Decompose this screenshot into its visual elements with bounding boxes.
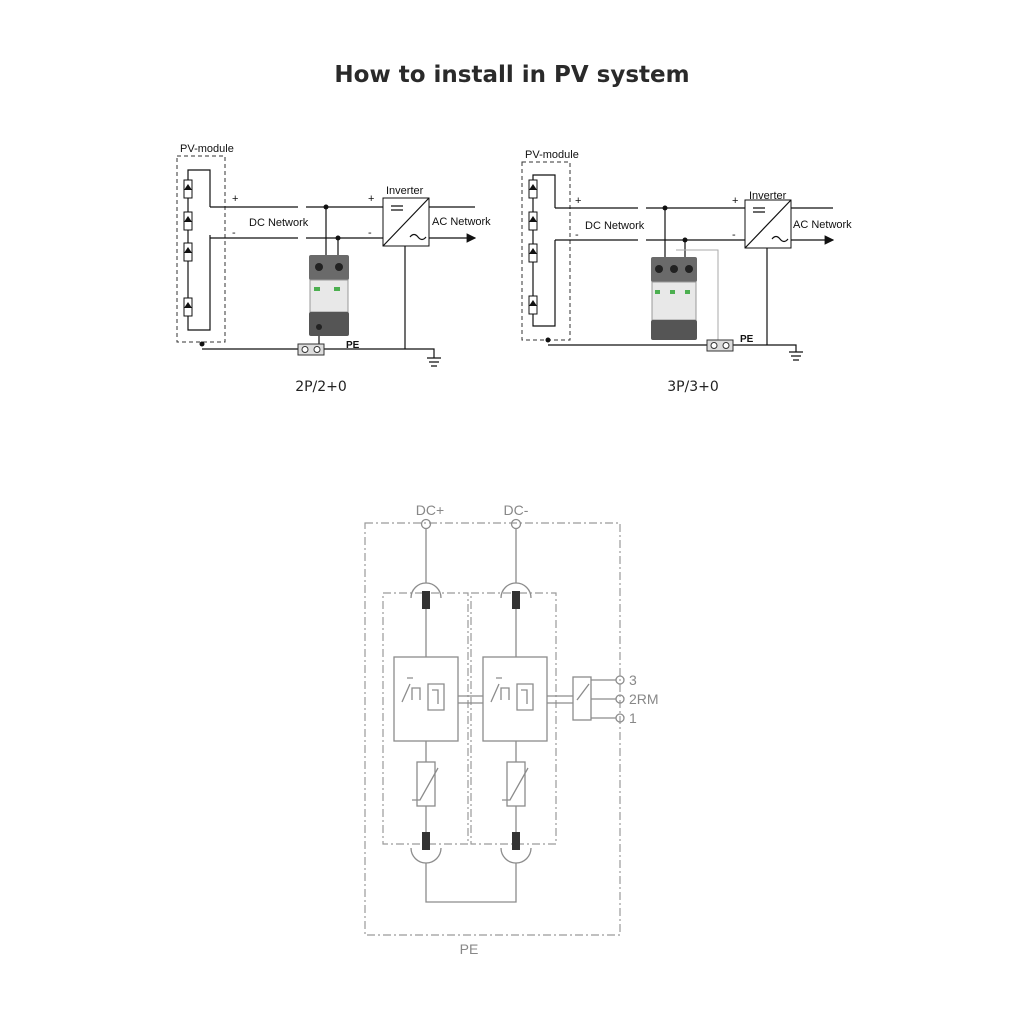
ac-output-arrows xyxy=(429,206,475,238)
fuse-icon xyxy=(422,591,430,609)
dc-plus-label: DC+ xyxy=(416,502,444,518)
dc-minus-label: DC- xyxy=(504,502,529,518)
dc-network-label: DC Network xyxy=(585,220,645,232)
fuse-icon xyxy=(512,832,520,850)
spd-device-2p xyxy=(309,255,349,336)
spd-feed-wire xyxy=(325,207,339,258)
minus-sign: - xyxy=(232,227,236,239)
pv-module-label: PV-module xyxy=(180,143,234,155)
terminal-3 xyxy=(615,675,625,685)
minus-sign: - xyxy=(732,229,736,241)
minus-sign: - xyxy=(575,229,579,241)
terminal-3-label: 3 xyxy=(629,672,637,688)
pe-terminal xyxy=(706,339,734,352)
dc-network-label: DC Network xyxy=(249,217,309,229)
fuse-icon xyxy=(512,591,520,609)
terminal-2rm-label: 2RM xyxy=(629,691,659,707)
disconnector-icon xyxy=(482,656,548,742)
plus-sign: + xyxy=(368,193,374,205)
pe-label: PE xyxy=(460,941,479,957)
caption-3p: 3P/3+0 xyxy=(667,379,719,395)
fuse-icon xyxy=(422,832,430,850)
plus-sign: + xyxy=(732,195,738,207)
pole-2-enclosure xyxy=(470,592,557,845)
ground-icon xyxy=(427,357,441,367)
plus-sign: + xyxy=(575,195,581,207)
terminal-dc-minus xyxy=(510,518,522,530)
pe-loop xyxy=(425,863,517,903)
terminal-dc-plus xyxy=(420,518,432,530)
pv-module-box xyxy=(176,155,226,343)
inverter-label: Inverter xyxy=(749,190,787,202)
outer-enclosure xyxy=(364,522,621,936)
pv-module-box xyxy=(521,161,571,341)
pe-label: PE xyxy=(346,340,360,351)
pv-cell-icon xyxy=(528,179,538,315)
ac-network-label: AC Network xyxy=(432,216,491,228)
pe-terminal xyxy=(297,343,325,356)
mechanical-link xyxy=(458,695,573,704)
pe-label: PE xyxy=(740,334,754,345)
pole-1-enclosure xyxy=(382,592,469,845)
pv-cell-icon xyxy=(183,179,193,317)
diagram-3p: PV-module + - + - DC Network Inverter AC… xyxy=(521,149,852,395)
signal-switch-icon xyxy=(572,676,592,721)
terminal-1-label: 1 xyxy=(629,710,637,726)
page-title: How to install in PV system xyxy=(334,62,690,88)
internal-schematic: DC+ DC- xyxy=(364,502,659,957)
diagram-2p: PV-module + - + - DC Network Inverter AC… xyxy=(176,143,491,395)
ac-network-label: AC Network xyxy=(793,219,852,231)
minus-sign: - xyxy=(368,227,372,239)
terminal-2rm xyxy=(615,694,625,704)
pv-module-label: PV-module xyxy=(525,149,579,161)
ground-icon xyxy=(789,351,803,361)
pe-line xyxy=(202,348,435,358)
spd-device-3p xyxy=(651,257,697,340)
terminal-1 xyxy=(615,713,625,723)
inverter-label: Inverter xyxy=(386,185,424,197)
caption-2p: 2P/2+0 xyxy=(295,379,347,395)
pe-line xyxy=(548,344,797,352)
plus-sign: + xyxy=(232,193,238,205)
ac-output-arrows xyxy=(791,207,833,240)
